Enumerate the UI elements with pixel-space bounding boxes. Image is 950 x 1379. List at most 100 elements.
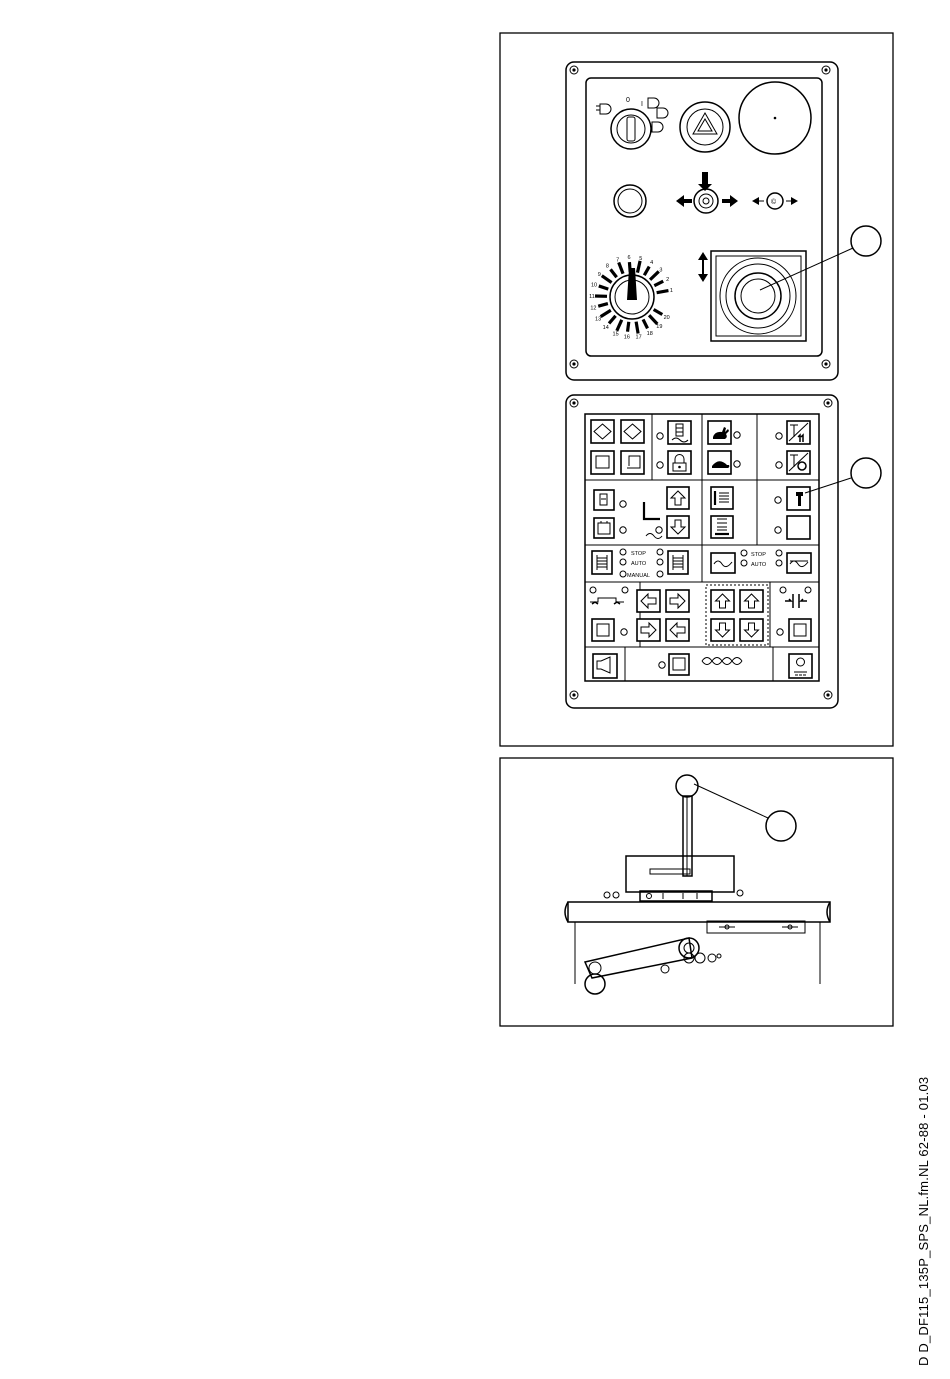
blank-key[interactable] [787,516,810,539]
dial-tick-label: 11 [589,294,595,300]
up-arrow-key[interactable] [667,487,689,509]
arrow-left-key-top-1[interactable] [637,590,660,612]
hazard-warning-button[interactable] [680,102,730,152]
conveyor-left-key[interactable] [592,551,612,574]
steering-selector-switch[interactable] [676,172,738,213]
dial-tick [619,262,623,273]
conveyor-right-key[interactable] [668,551,688,574]
auger-wave-symbol [702,658,742,665]
arrow-up-key-right[interactable] [740,590,763,612]
arrow-up-icon [698,172,712,191]
arrow-right-key-top-1[interactable] [666,590,689,612]
auger-left-key[interactable] [592,619,614,641]
diamond-key-left[interactable] [591,420,614,443]
top-console-panel: 0 I [566,62,838,380]
auger-symbol [590,587,628,604]
callout-2 [805,458,881,493]
dial-tick-label: 17 [636,334,642,340]
screed-left-key[interactable] [711,553,735,573]
key-position-1-label: I [641,101,643,108]
square-key-right[interactable] [621,451,644,474]
mode-auto-label: AUTO [631,561,647,567]
dial-tick [602,276,612,283]
vibration-up-key[interactable] [711,487,733,509]
dial-tick-label: 3 [659,267,662,273]
dial-tick [628,322,629,332]
lever-handle[interactable] [676,775,698,876]
svg-text:©: © [771,198,777,206]
side-lever-assembly [565,775,830,994]
auger-run-key[interactable] [669,654,689,675]
status-led [776,433,782,439]
dial-tick [617,320,622,331]
dial-tick-label: 6 [628,255,631,261]
arrow-up-down-icon [698,252,708,282]
status-led [775,527,781,533]
callout-3 [694,784,796,841]
emergency-stop-button[interactable] [739,82,811,154]
diamond-key-right[interactable] [621,420,644,443]
document-code-text: D D_DF115_135P_SPS_NL.fm.NL 62-88 - 01.0… [916,1077,931,1366]
slow-speed-key[interactable] [708,451,731,474]
service-key[interactable] [787,487,810,510]
arrow-right-icon [722,195,738,207]
lock-key[interactable] [668,451,691,474]
dial-tick-label: 9 [598,272,601,278]
fuel-key[interactable] [594,490,614,510]
status-led [775,497,781,503]
dial-tick-label: 10 [591,282,597,288]
status-led [777,629,783,635]
horn-key[interactable] [593,654,617,678]
main-joystick[interactable] [698,251,806,341]
arrow-down-key-right[interactable] [740,619,763,641]
key-position-0-label: 0 [626,97,630,104]
dial-tick-label: 2 [666,277,669,283]
level-key[interactable] [668,421,691,444]
status-led [657,433,663,439]
arrow-left-key-bottom-1[interactable] [666,619,689,641]
dial-tick-label: 18 [647,331,653,337]
dial-tick [650,271,659,279]
vibration-down-key[interactable] [711,516,733,538]
status-led [657,462,663,468]
dial-tick [644,267,649,276]
dial-tick-label: 12 [590,306,596,312]
crank-handle[interactable] [585,938,721,994]
callout-1 [760,226,881,290]
emergency-stop-key[interactable] [789,654,812,678]
dial-tick-label: 4 [650,260,653,266]
dial-tick [654,281,663,286]
dial-tick [637,261,640,273]
fast-speed-key[interactable] [708,421,731,444]
battery-key[interactable] [594,518,614,538]
status-led [620,501,626,507]
dial-tick-label: 16 [624,335,630,341]
rotate-key[interactable] [787,451,810,474]
status-led [621,629,627,635]
dial-tick-label: 20 [664,315,670,321]
dial-tick [636,322,638,334]
dial-tick-label: 8 [606,263,609,269]
arrow-up-key-left[interactable] [711,590,734,612]
mode-auto-label-right: AUTO [751,562,767,568]
screed-width-symbol [780,587,811,608]
hold-function-icon: © [752,193,798,209]
dial-tick [649,315,657,324]
dial-tick-label: 19 [656,324,662,330]
square-key-left[interactable] [591,451,614,474]
status-led [734,432,740,438]
raise-key[interactable] [787,421,810,444]
status-led [776,462,782,468]
arrow-down-key-left[interactable] [711,619,734,641]
dial-tick [654,310,663,315]
button-control-panel: STOP AUTO MANUAL STOP AUTO [566,395,838,708]
down-arrow-key[interactable] [667,516,689,538]
screed-right-key[interactable] [787,553,811,573]
dial-tick-label: 14 [603,325,609,331]
ignition-key-switch[interactable]: 0 I [611,97,651,149]
dial-tick-label: 13 [595,316,601,322]
screed-width-key[interactable] [789,619,811,641]
arrow-right-key-bottom-1[interactable] [637,619,660,641]
